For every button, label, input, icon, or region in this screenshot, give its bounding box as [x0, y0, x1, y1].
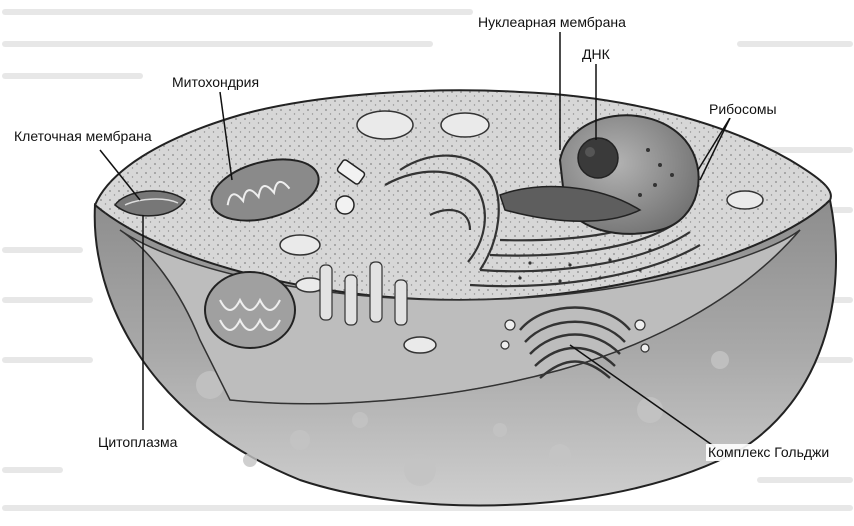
- label-nuclear-membrane: Нуклеарная мембрана: [476, 14, 628, 31]
- label-cell-membrane: Клеточная мембрана: [12, 128, 154, 145]
- label-dna: ДНК: [580, 46, 612, 63]
- label-mitochondria: Митохондрия: [170, 74, 261, 91]
- label-ribosomes: Рибосомы: [707, 101, 779, 118]
- mitochondrion-section: [205, 272, 295, 348]
- label-cytoplasm: Цитоплазма: [96, 434, 179, 451]
- label-golgi-complex: Комплекс Гольджи: [706, 444, 831, 461]
